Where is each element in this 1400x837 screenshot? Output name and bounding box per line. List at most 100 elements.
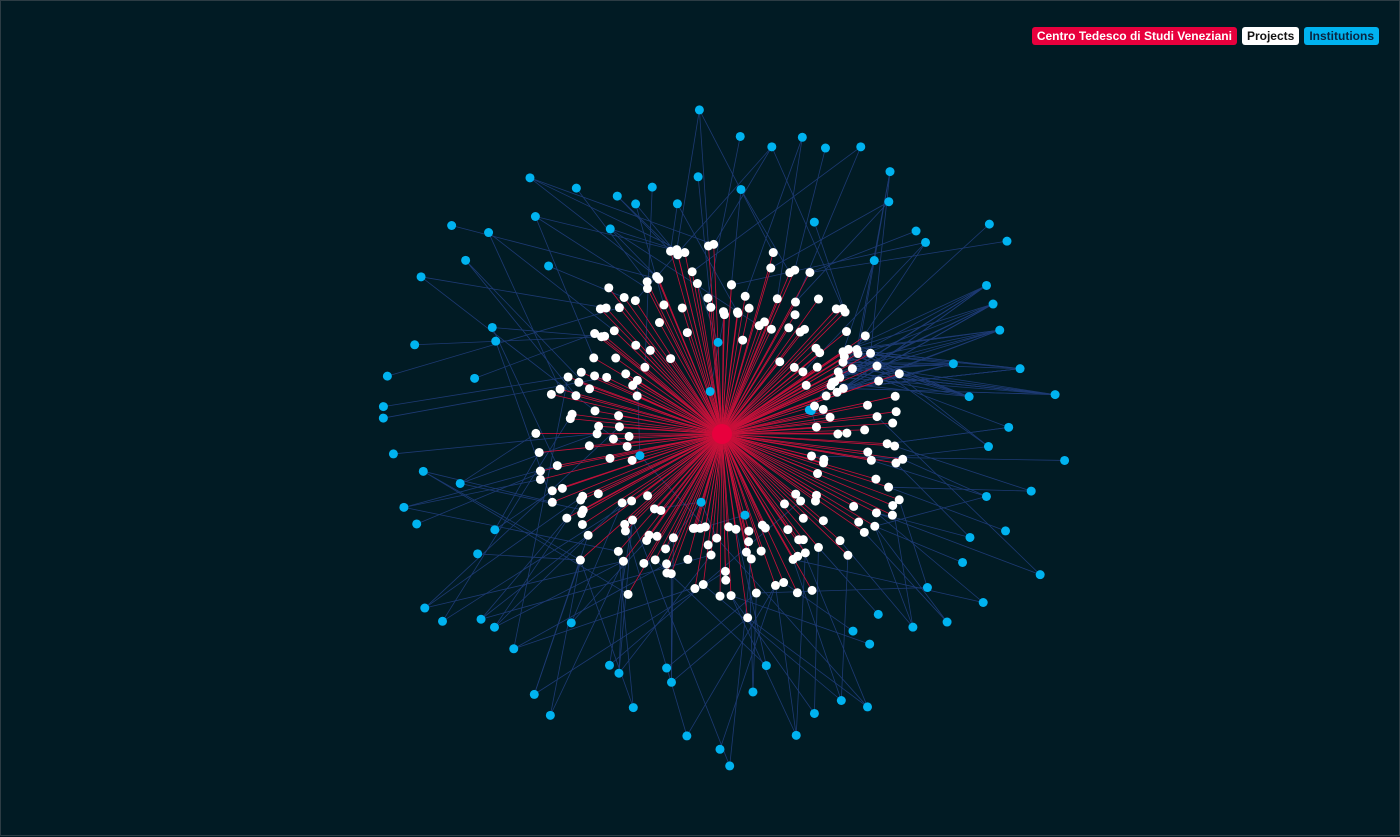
institution-node[interactable] <box>456 479 465 488</box>
institution-node[interactable] <box>509 644 518 653</box>
project-node[interactable] <box>678 303 687 312</box>
project-node[interactable] <box>849 502 858 511</box>
institution-node[interactable] <box>821 144 830 153</box>
institution-node[interactable] <box>995 326 1004 335</box>
institution-node[interactable] <box>491 337 500 346</box>
institution-node[interactable] <box>470 374 479 383</box>
institution-node[interactable] <box>736 132 745 141</box>
institution-node[interactable] <box>837 696 846 705</box>
project-node[interactable] <box>693 279 702 288</box>
project-node[interactable] <box>562 514 571 523</box>
project-node[interactable] <box>791 298 800 307</box>
project-node[interactable] <box>651 555 660 564</box>
institution-node[interactable] <box>979 598 988 607</box>
institution-node[interactable] <box>884 197 893 206</box>
center-node[interactable] <box>712 424 732 444</box>
institution-node[interactable] <box>886 167 895 176</box>
project-node[interactable] <box>633 376 642 385</box>
institution-node[interactable] <box>490 525 499 534</box>
project-node[interactable] <box>618 498 627 507</box>
project-node[interactable] <box>771 581 780 590</box>
institution-node[interactable] <box>1016 364 1025 373</box>
project-node[interactable] <box>796 497 805 506</box>
legend-institutions[interactable]: Institutions <box>1304 27 1379 45</box>
project-node[interactable] <box>744 537 753 546</box>
institution-node[interactable] <box>982 492 991 501</box>
institution-node[interactable] <box>531 212 540 221</box>
institution-node[interactable] <box>965 392 974 401</box>
project-node[interactable] <box>863 448 872 457</box>
institution-node[interactable] <box>874 610 883 619</box>
project-node[interactable] <box>892 407 901 416</box>
project-node[interactable] <box>703 294 712 303</box>
project-node[interactable] <box>721 576 730 585</box>
project-node[interactable] <box>884 483 893 492</box>
institution-node[interactable] <box>682 731 691 740</box>
project-node[interactable] <box>620 520 629 529</box>
project-node[interactable] <box>783 525 792 534</box>
institution-node[interactable] <box>870 256 879 265</box>
project-node[interactable] <box>654 275 663 284</box>
project-node[interactable] <box>600 332 609 341</box>
institution-node[interactable] <box>767 142 776 151</box>
project-node[interactable] <box>848 364 857 373</box>
project-node[interactable] <box>807 451 816 460</box>
project-node[interactable] <box>800 325 809 334</box>
institution-node[interactable] <box>613 192 622 201</box>
project-node[interactable] <box>773 294 782 303</box>
project-node[interactable] <box>707 550 716 559</box>
project-node[interactable] <box>727 280 736 289</box>
project-node[interactable] <box>590 371 599 380</box>
institution-node[interactable] <box>1051 390 1060 399</box>
institution-node[interactable] <box>706 387 715 396</box>
project-node[interactable] <box>872 508 881 517</box>
project-node[interactable] <box>628 456 637 465</box>
institution-node[interactable] <box>605 661 614 670</box>
project-node[interactable] <box>790 266 799 275</box>
project-node[interactable] <box>738 336 747 345</box>
project-node[interactable] <box>650 504 659 513</box>
institution-node[interactable] <box>1002 237 1011 246</box>
institution-node[interactable] <box>908 623 917 632</box>
institution-node[interactable] <box>488 323 497 332</box>
institution-node[interactable] <box>694 172 703 181</box>
project-node[interactable] <box>870 522 879 531</box>
project-node[interactable] <box>716 592 725 601</box>
project-node[interactable] <box>662 559 671 568</box>
project-node[interactable] <box>594 489 603 498</box>
institution-node[interactable] <box>438 617 447 626</box>
project-node[interactable] <box>805 268 814 277</box>
project-node[interactable] <box>690 584 699 593</box>
project-node[interactable] <box>724 522 733 531</box>
institution-node[interactable] <box>912 226 921 235</box>
project-node[interactable] <box>620 293 629 302</box>
project-node[interactable] <box>895 369 904 378</box>
project-node[interactable] <box>556 385 565 394</box>
project-node[interactable] <box>819 516 828 525</box>
project-node[interactable] <box>536 466 545 475</box>
project-node[interactable] <box>568 410 577 419</box>
institution-node[interactable] <box>810 709 819 718</box>
project-node[interactable] <box>784 323 793 332</box>
project-node[interactable] <box>578 492 587 501</box>
project-node[interactable] <box>689 524 698 533</box>
project-node[interactable] <box>579 506 588 515</box>
institution-node[interactable] <box>419 467 428 476</box>
project-node[interactable] <box>860 528 869 537</box>
project-node[interactable] <box>888 419 897 428</box>
project-node[interactable] <box>631 341 640 350</box>
project-node[interactable] <box>757 547 766 556</box>
institution-node[interactable] <box>648 183 657 192</box>
project-node[interactable] <box>872 362 881 371</box>
institution-node[interactable] <box>447 221 456 230</box>
project-node[interactable] <box>810 402 819 411</box>
project-node[interactable] <box>813 469 822 478</box>
project-node[interactable] <box>577 368 586 377</box>
project-node[interactable] <box>813 363 822 372</box>
institution-node[interactable] <box>389 449 398 458</box>
institution-node[interactable] <box>792 731 801 740</box>
institution-node[interactable] <box>1001 526 1010 535</box>
project-node[interactable] <box>699 580 708 589</box>
project-node[interactable] <box>536 475 545 484</box>
legend-center[interactable]: Centro Tedesco di Studi Veneziani <box>1032 27 1237 45</box>
